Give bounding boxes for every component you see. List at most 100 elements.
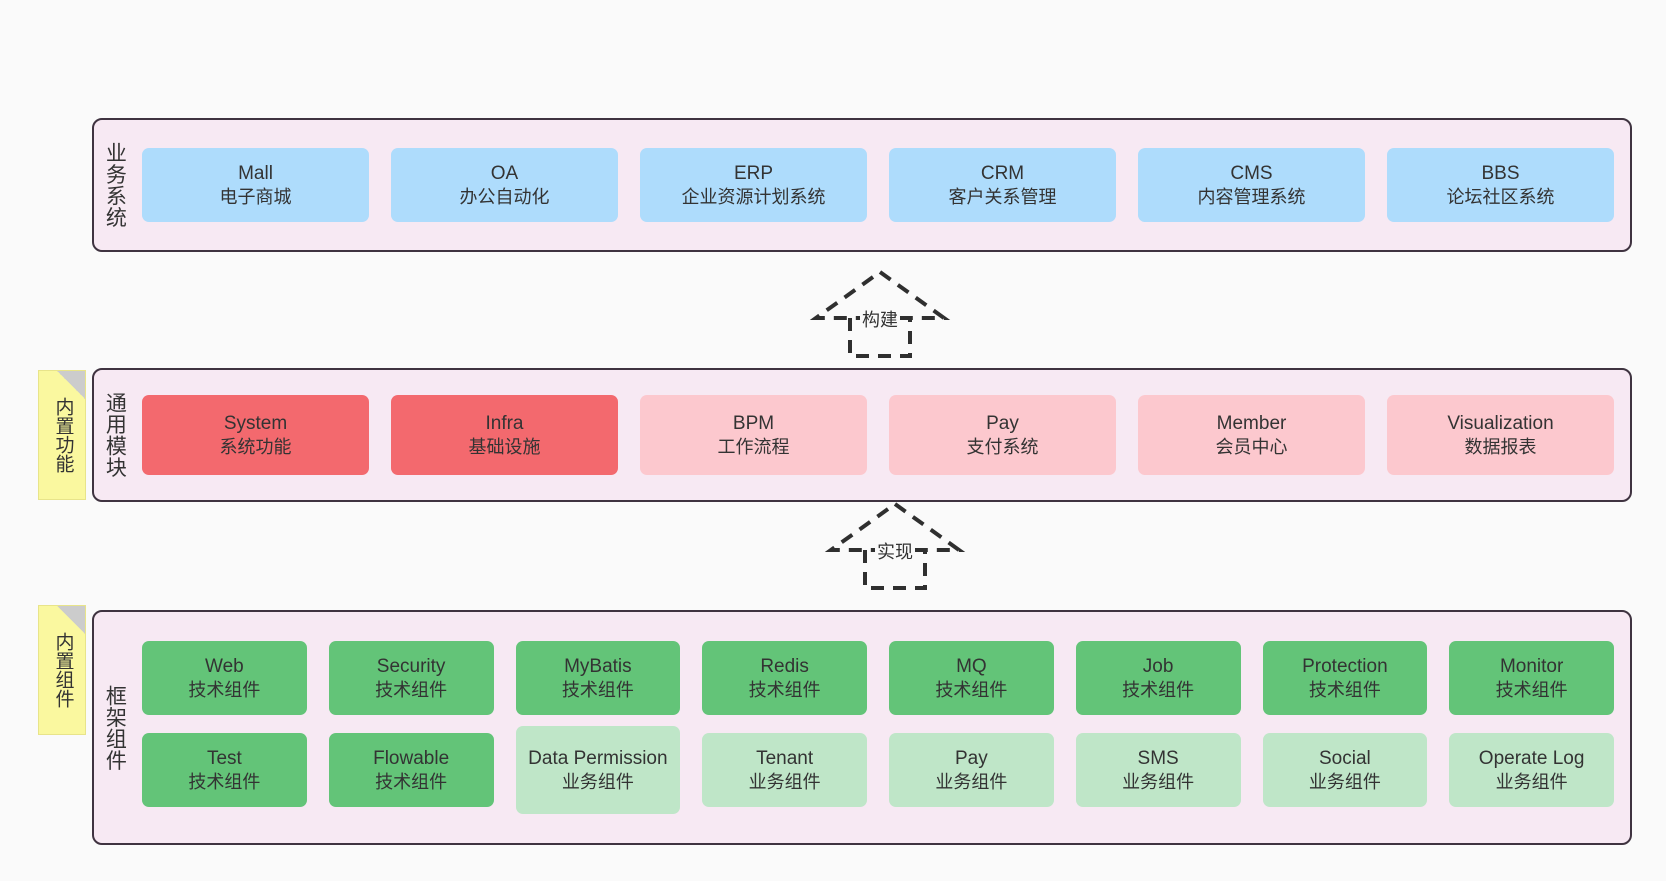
node-title: Test (206, 748, 242, 770)
node-data-permission[interactable]: Data Permission 业务组件 (515, 726, 681, 814)
node-subtitle: 数据报表 (1464, 436, 1537, 457)
node-operate-log[interactable]: Operate Log 业务组件 (1449, 733, 1614, 807)
node-subtitle: 技术组件 (748, 679, 821, 700)
node-title: Pay (955, 748, 988, 770)
node-crm[interactable]: CRM 客户关系管理 (889, 148, 1116, 222)
node-subtitle: 技术组件 (935, 679, 1008, 700)
node-subtitle: 业务组件 (1122, 771, 1195, 792)
node-title: Redis (760, 656, 809, 678)
layer-common-modules: 通用模块 System 系统功能 Infra 基础设施 BPM 工作流程 Pay (92, 368, 1632, 502)
node-row: Web 技术组件 Security 技术组件 MyBatis 技术组件 Redi… (142, 641, 1614, 715)
node-title: Data Permission (528, 748, 668, 770)
node-subtitle: 技术组件 (375, 771, 448, 792)
node-sms[interactable]: SMS 业务组件 (1075, 733, 1241, 807)
node-title: CRM (980, 163, 1025, 185)
node-title: Visualization (1447, 413, 1554, 435)
node-title: Tenant (756, 748, 814, 770)
node-redis[interactable]: Redis 技术组件 (702, 641, 867, 715)
node-subtitle: 业务组件 (935, 771, 1008, 792)
layer-body-common-modules: System 系统功能 Infra 基础设施 BPM 工作流程 Pay 支付系统… (134, 370, 1630, 500)
node-web[interactable]: Web 技术组件 (142, 641, 307, 715)
node-infra[interactable]: Infra 基础设施 (391, 395, 618, 475)
node-title: OA (490, 163, 519, 185)
node-subtitle: 基础设施 (468, 436, 541, 457)
node-title: BBS (1481, 163, 1520, 185)
note-builtin-features: 内置功能 (38, 370, 86, 500)
layer-title-framework-components: 框架组件 (103, 684, 127, 771)
node-title: Member (1216, 413, 1287, 435)
node-subtitle: 业务组件 (1308, 771, 1381, 792)
layer-title-common-modules: 通用模块 (103, 392, 127, 478)
node-system[interactable]: System 系统功能 (142, 395, 369, 475)
node-pay-module[interactable]: Pay 支付系统 (889, 395, 1116, 475)
node-job[interactable]: Job 技术组件 (1075, 641, 1241, 715)
node-subtitle: 会员中心 (1215, 436, 1288, 457)
node-subtitle: 工作流程 (717, 436, 790, 457)
node-title: Flowable (373, 748, 450, 770)
node-erp[interactable]: ERP 企业资源计划系统 (640, 148, 867, 222)
node-title: Operate Log (1478, 748, 1585, 770)
node-row: Mall 电子商城 OA 办公自动化 ERP 企业资源计划系统 CRM 客户关系… (142, 148, 1614, 222)
node-subtitle: 技术组件 (188, 679, 261, 700)
node-subtitle: 技术组件 (561, 679, 634, 700)
node-tenant[interactable]: Tenant 业务组件 (702, 733, 867, 807)
node-mybatis[interactable]: MyBatis 技术组件 (515, 641, 681, 715)
node-title: Infra (485, 413, 524, 435)
node-protection[interactable]: Protection 技术组件 (1262, 641, 1428, 715)
node-title: SMS (1137, 748, 1179, 770)
note-builtin-features-label: 内置功能 (52, 397, 74, 473)
node-flowable[interactable]: Flowable 技术组件 (328, 733, 494, 807)
node-pay-component[interactable]: Pay 业务组件 (889, 733, 1054, 807)
node-mall[interactable]: Mall 电子商城 (142, 148, 369, 222)
node-bbs[interactable]: BBS 论坛社区系统 (1387, 148, 1614, 222)
connector-implement-label: 实现 (875, 538, 915, 564)
node-title: ERP (733, 163, 774, 185)
node-oa[interactable]: OA 办公自动化 (391, 148, 618, 222)
node-visualization[interactable]: Visualization 数据报表 (1387, 395, 1614, 475)
node-subtitle: 企业资源计划系统 (681, 186, 826, 207)
layer-body-framework-components: Web 技术组件 Security 技术组件 MyBatis 技术组件 Redi… (134, 612, 1630, 843)
node-subtitle: 系统功能 (219, 436, 292, 457)
node-row: Test 技术组件 Flowable 技术组件 Data Permission … (142, 726, 1614, 814)
node-title: Web (205, 656, 244, 678)
node-title: MQ (956, 656, 987, 678)
node-subtitle: 支付系统 (966, 436, 1039, 457)
node-mq[interactable]: MQ 技术组件 (889, 641, 1054, 715)
node-bpm[interactable]: BPM 工作流程 (640, 395, 867, 475)
node-row: System 系统功能 Infra 基础设施 BPM 工作流程 Pay 支付系统… (142, 395, 1614, 475)
node-title: Monitor (1499, 656, 1564, 678)
node-subtitle: 业务组件 (561, 771, 634, 792)
node-subtitle: 技术组件 (1495, 679, 1568, 700)
note-builtin-components-label: 内置组件 (52, 632, 74, 708)
node-test[interactable]: Test 技术组件 (142, 733, 307, 807)
node-title: Social (1319, 748, 1371, 770)
node-subtitle: 技术组件 (1122, 679, 1195, 700)
node-monitor[interactable]: Monitor 技术组件 (1449, 641, 1614, 715)
node-subtitle: 技术组件 (375, 679, 448, 700)
node-cms[interactable]: CMS 内容管理系统 (1138, 148, 1365, 222)
connector-build-label: 构建 (860, 306, 900, 332)
note-fold-corner-icon (57, 606, 85, 634)
node-subtitle: 论坛社区系统 (1446, 186, 1555, 207)
layer-body-business-systems: Mall 电子商城 OA 办公自动化 ERP 企业资源计划系统 CRM 客户关系… (134, 120, 1630, 250)
node-member[interactable]: Member 会员中心 (1138, 395, 1365, 475)
node-subtitle: 电子商城 (219, 186, 292, 207)
layer-title-business-systems: 业务系统 (103, 142, 127, 228)
node-subtitle: 客户关系管理 (948, 186, 1057, 207)
node-subtitle: 业务组件 (748, 771, 821, 792)
node-title: Protection (1302, 656, 1388, 678)
node-title: BPM (732, 413, 775, 435)
node-subtitle: 办公自动化 (459, 186, 550, 207)
node-subtitle: 业务组件 (1495, 771, 1568, 792)
node-security[interactable]: Security 技术组件 (328, 641, 494, 715)
node-title: MyBatis (564, 656, 632, 678)
node-subtitle: 内容管理系统 (1197, 186, 1306, 207)
layer-framework-components: 框架组件 Web 技术组件 Security 技术组件 MyBatis 技术组件… (92, 610, 1632, 845)
node-subtitle: 技术组件 (1308, 679, 1381, 700)
node-social[interactable]: Social 业务组件 (1262, 733, 1428, 807)
node-title: System (223, 413, 288, 435)
connector-implement: 实现 (815, 500, 975, 590)
connector-build: 构建 (800, 268, 960, 358)
node-title: Security (376, 656, 446, 678)
